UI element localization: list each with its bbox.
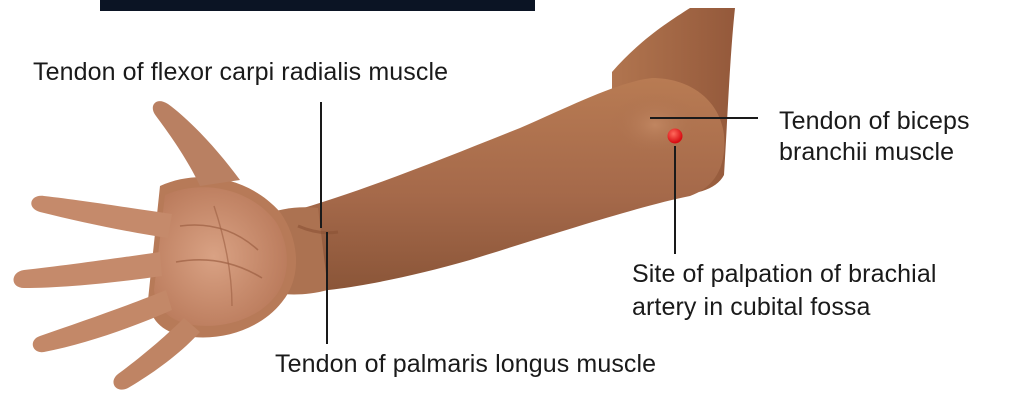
ring-finger — [33, 290, 172, 352]
label-biceps-tendon-line2: branchii muscle — [779, 137, 954, 168]
label-palpation-site-line1: Site of palpation of brachial — [632, 259, 937, 290]
index-finger — [31, 196, 172, 238]
middle-finger — [14, 252, 163, 288]
top-banner — [100, 0, 535, 11]
little-finger — [113, 318, 200, 390]
pulse-point-dot — [668, 129, 683, 144]
label-biceps-tendon-line1: Tendon of biceps — [779, 106, 970, 137]
label-flexor-carpi-radialis: Tendon of flexor carpi radialis muscle — [33, 57, 448, 88]
cubital-fossa-highlight — [610, 93, 700, 157]
label-palpation-site-line2: artery in cubital fossa — [632, 292, 871, 323]
thumb — [153, 101, 240, 186]
label-palmaris-longus: Tendon of palmaris longus muscle — [275, 349, 656, 380]
